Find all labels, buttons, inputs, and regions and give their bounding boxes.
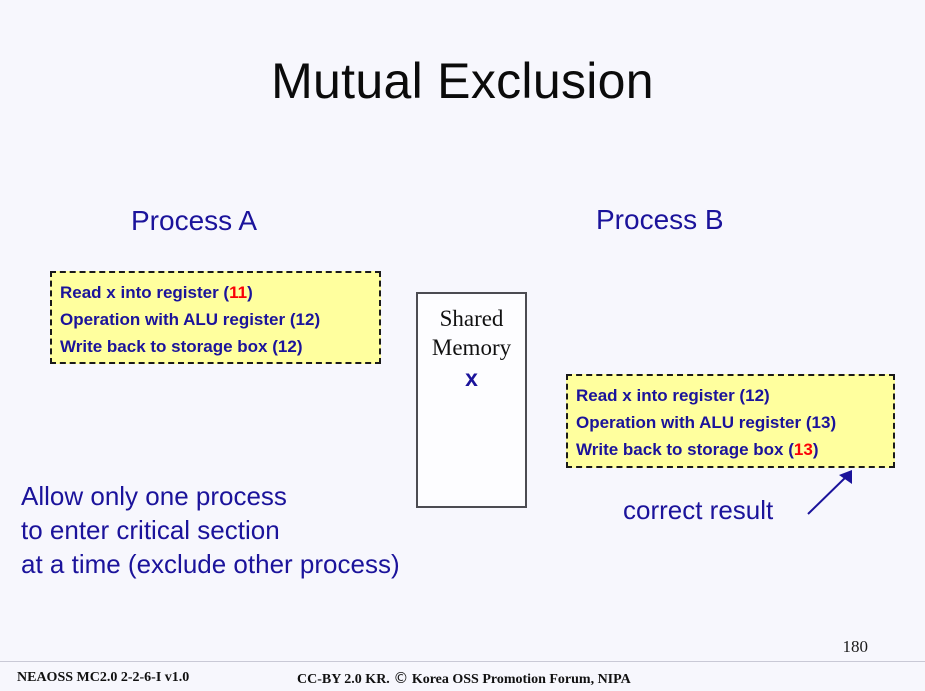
statement-line-1: Allow only one process (21, 481, 287, 511)
step-value: 11 (229, 283, 248, 302)
process-a-step-2: Operation with ALU register (12) (60, 306, 370, 333)
shared-memory-label-line1: Shared (439, 306, 504, 331)
shared-memory-box: Shared Memory x (416, 292, 527, 508)
step-value: 12 (295, 310, 315, 329)
step-text-tail: ) (247, 283, 253, 302)
process-a-step-3: Write back to storage box (12) (60, 333, 370, 360)
copyright-icon: © (393, 669, 409, 687)
process-a-heading: Process A (131, 205, 258, 236)
page-title: Mutual Exclusion (271, 53, 654, 109)
process-b-step-2: Operation with ALU register (13) (576, 409, 884, 436)
step-text-tail: ) (812, 440, 819, 459)
footer-divider (0, 661, 925, 662)
statement-line-3: at a time (exclude other process) (21, 549, 400, 579)
process-b-heading: Process B (596, 204, 724, 235)
step-value: 13 (793, 440, 813, 459)
step-text: Read x into register ( (576, 386, 746, 405)
process-b-step-3: Write back to storage box (13) (576, 436, 884, 463)
step-value: 12 (277, 337, 297, 356)
statement-line-2: to enter critical section (21, 515, 280, 545)
mutual-exclusion-statement: Allow only one process to enter critical… (21, 479, 400, 581)
process-a-step-box: Read x into register (11) Operation with… (50, 271, 381, 364)
process-b-step-1: Read x into register (12) (576, 382, 884, 409)
footer-license-suffix: Korea OSS Promotion Forum, NIPA (408, 672, 631, 687)
arrow-up-right-icon (807, 470, 852, 515)
correct-result-label: correct result (623, 495, 774, 525)
shared-memory-label-line2: Memory (431, 335, 512, 360)
step-text-tail: ) (764, 386, 770, 405)
step-text: Read x into register ( (60, 283, 230, 302)
step-text-tail: ) (830, 413, 837, 432)
footer-license-prefix: CC-BY 2.0 KR. (297, 672, 394, 687)
footer-course-code: NEAOSS MC2.0 2-2-6-I v1.0 (17, 670, 190, 685)
step-value: 13 (811, 413, 831, 432)
footer-license: CC-BY 2.0 KR. © Korea OSS Promotion Foru… (297, 669, 631, 689)
page-number: 180 (842, 637, 869, 656)
step-text-tail: ) (296, 337, 303, 356)
shared-memory-variable: x (465, 365, 478, 391)
step-text: Write back to storage box ( (60, 337, 278, 356)
process-b-step-box: Read x into register (12) Operation with… (566, 374, 895, 468)
step-text: Operation with ALU register ( (60, 310, 296, 329)
step-text: Write back to storage box ( (576, 440, 794, 459)
step-value: 12 (745, 386, 765, 405)
step-text: Operation with ALU register ( (576, 413, 812, 432)
process-a-step-1: Read x into register (11) (60, 279, 370, 306)
step-text-tail: ) (314, 310, 321, 329)
